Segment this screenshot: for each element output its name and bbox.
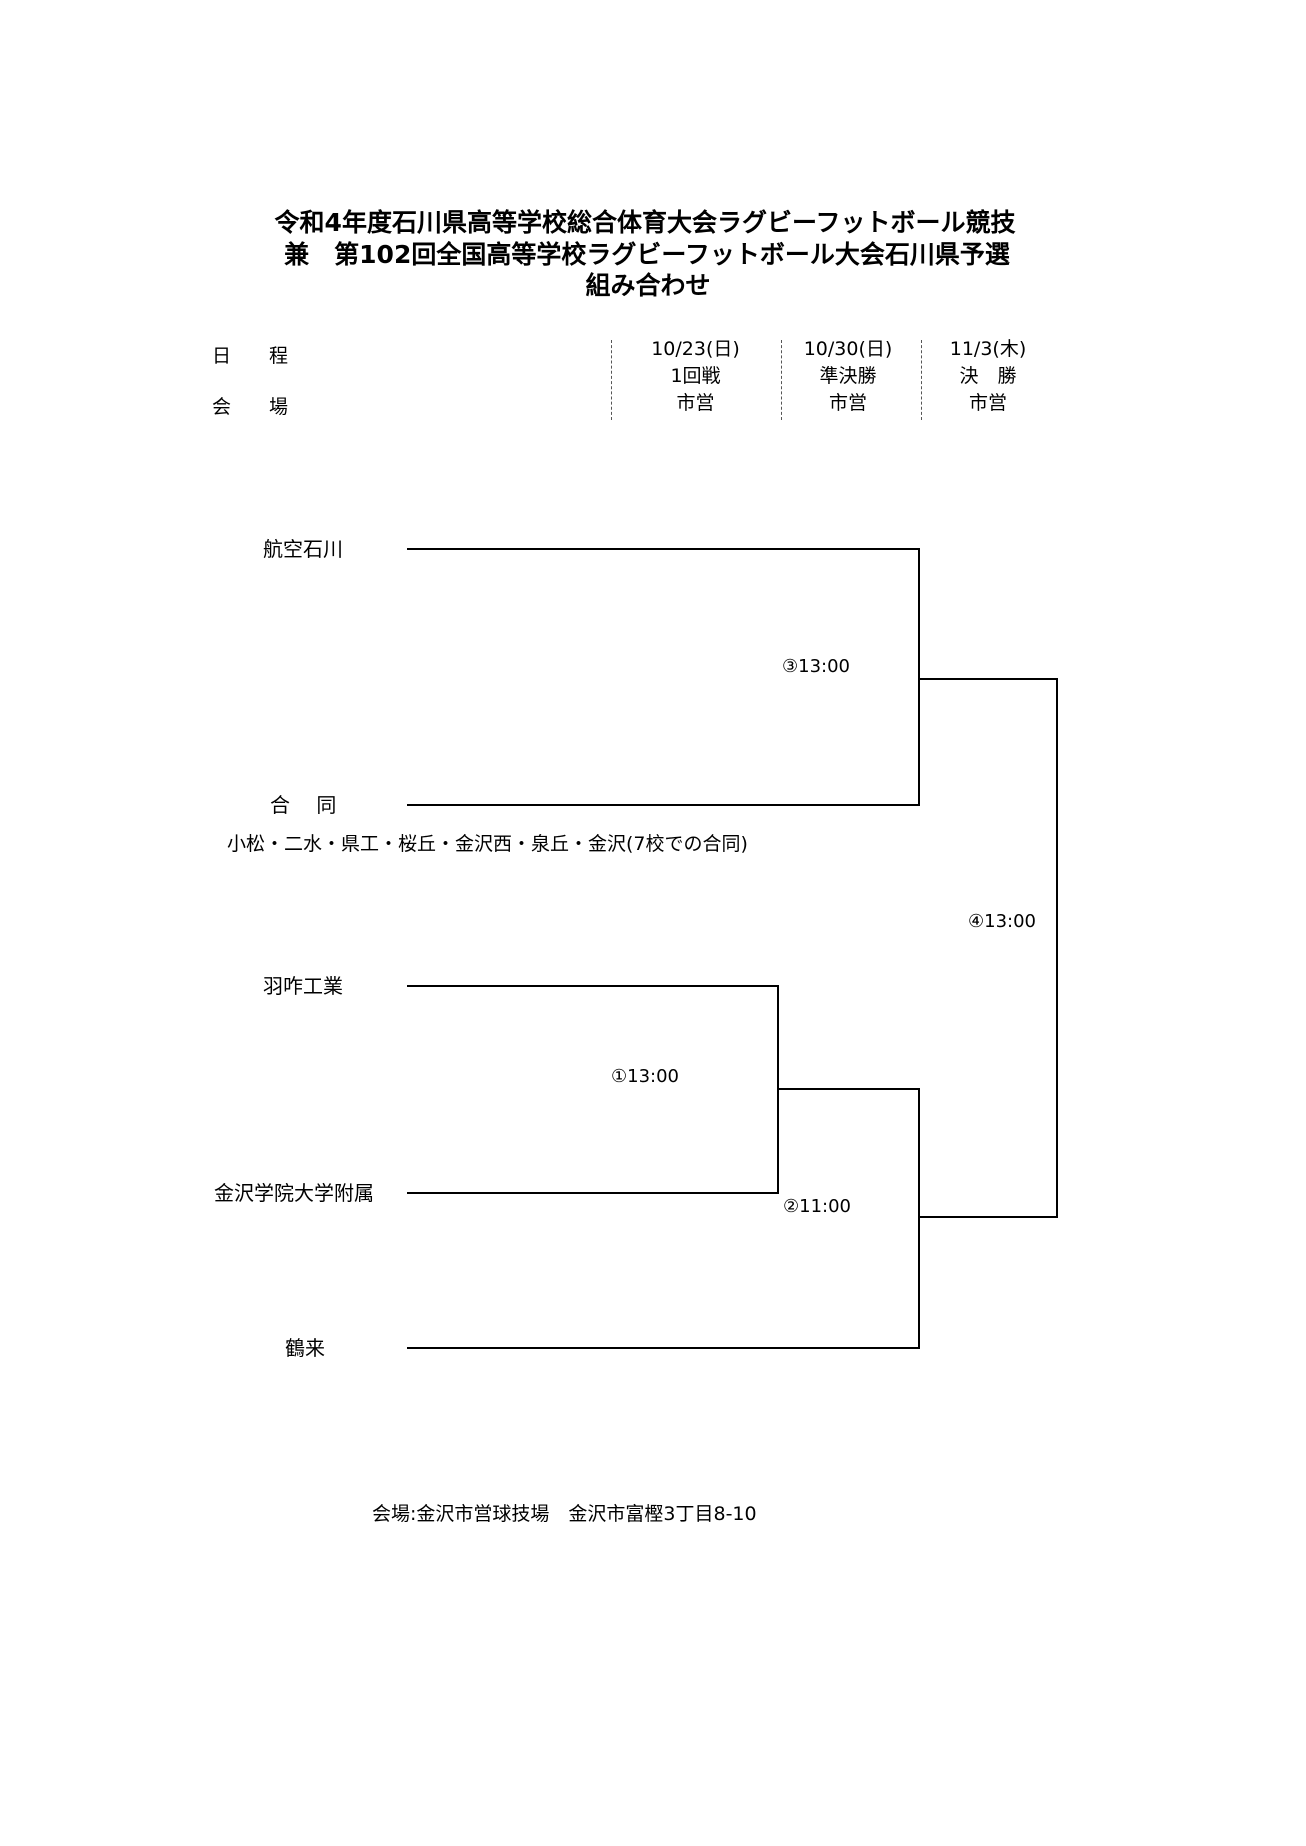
bracket-line-team-1 — [407, 548, 920, 806]
schedule-round: 決 勝 — [959, 365, 1017, 387]
schedule-venue: 市営 — [968, 392, 1007, 414]
match-4-label: ④13:00 — [968, 911, 1037, 932]
team-4: 金沢学院大学附属 — [214, 1181, 374, 1205]
team-2-note: 小松・二水・県工・桜丘・金沢西・泉丘・金沢(7校での合同) — [227, 833, 748, 855]
schedule-round: 準決勝 — [819, 365, 877, 387]
match-3-label: ③13:00 — [782, 656, 851, 677]
schedule-round: 1回戦 — [670, 365, 721, 387]
venue-info: 会場:金沢市営球技場 金沢市富樫3丁目8-10 — [372, 1503, 757, 1525]
team-1: 航空石川 — [263, 537, 343, 561]
schedule-date: 11/3(木) — [949, 338, 1027, 360]
schedule-divider — [921, 340, 922, 420]
title-line-1: 令和4年度石川県高等学校総合体育大会ラグビーフットボール競技 — [274, 208, 1016, 237]
title-line-3: 組み合わせ — [585, 271, 711, 300]
schedule-date: 10/30(日) — [803, 338, 893, 360]
schedule-venue-label: 会 場 — [212, 396, 289, 418]
schedule-venue: 市営 — [828, 392, 867, 414]
bracket-line-match-2 — [407, 1088, 920, 1349]
schedule-column-final: 11/3(木) 決 勝 市営 — [918, 336, 1058, 417]
schedule-divider — [781, 340, 782, 420]
bracket-line-match-3 — [919, 678, 1058, 1218]
schedule-column-semifinal: 10/30(日) 準決勝 市営 — [778, 336, 918, 417]
team-5: 鶴来 — [285, 1336, 325, 1360]
team-2: 合 同 — [270, 793, 337, 817]
title-line-2: 兼 第102回全国高等学校ラグビーフットボール大会石川県予選 — [284, 240, 1010, 269]
schedule-divider — [611, 340, 612, 420]
schedule-venue: 市営 — [676, 392, 715, 414]
match-1-label: ①13:00 — [611, 1066, 680, 1087]
match-2-label: ②11:00 — [783, 1196, 852, 1217]
schedule-column-round1: 10/23(日) 1回戦 市営 — [608, 336, 783, 417]
schedule-date-label: 日 程 — [212, 345, 289, 367]
schedule-date: 10/23(日) — [651, 338, 740, 360]
bracket-line-match-1 — [407, 985, 779, 1194]
team-3: 羽咋工業 — [263, 974, 343, 998]
